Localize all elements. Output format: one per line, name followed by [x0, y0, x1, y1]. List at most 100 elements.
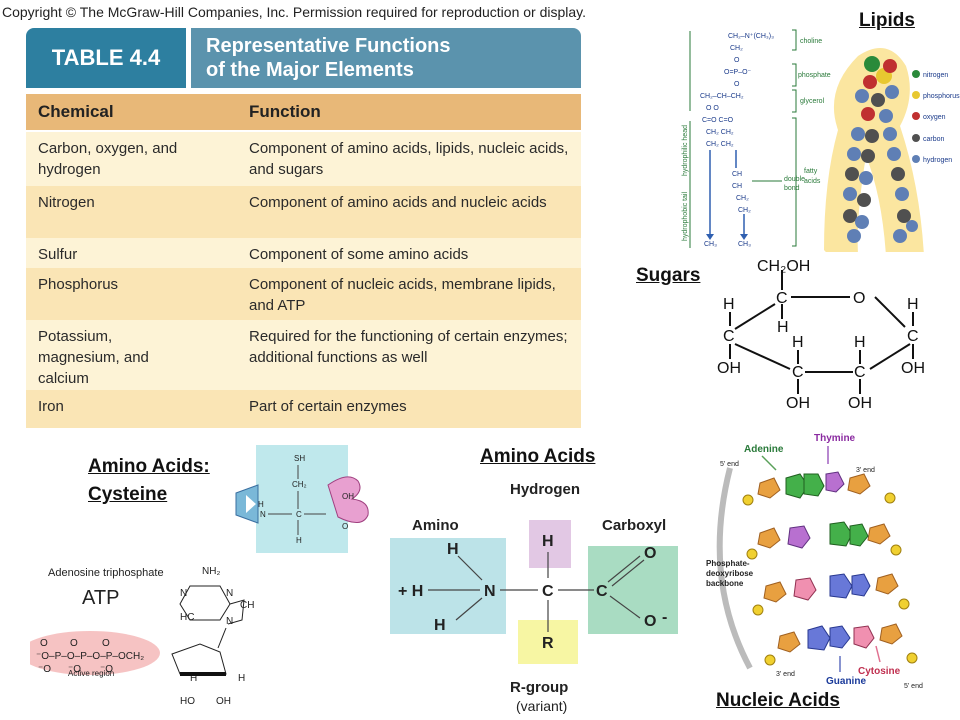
svg-text:OH: OH	[901, 360, 925, 377]
svg-text:C: C	[596, 583, 608, 600]
svg-text:3' end: 3' end	[856, 467, 875, 474]
cell-function: Required for the functioning of certain …	[249, 328, 568, 366]
double-bond-label: double	[784, 176, 805, 183]
label-nucleic-acids: Nucleic Acids	[716, 690, 840, 711]
table-row: Iron Part of certain enzymes	[26, 390, 581, 428]
svg-text:OH: OH	[848, 395, 872, 412]
table-row: Nitrogen Component of amino acids and nu…	[26, 186, 581, 238]
svg-text:N: N	[226, 588, 233, 599]
svg-text:H: H	[854, 334, 866, 351]
lipid-head-label: hydrophilic head	[682, 125, 689, 176]
svg-text:O: O	[853, 290, 865, 307]
svg-text:H: H	[542, 533, 554, 550]
svg-text:CH₂–CH–CH₂: CH₂–CH–CH₂	[700, 93, 744, 100]
lipid-diagram: hydrophilic head hydrophobic tail CH₂–N⁺…	[682, 29, 960, 252]
rgroup-label: R-group	[510, 679, 568, 696]
hydrogen-box	[529, 520, 571, 568]
svg-text:R: R	[542, 635, 554, 652]
table-row: Carbon, oxygen, and hydrogen Component o…	[26, 132, 581, 186]
svg-text:CH₂: CH₂	[730, 45, 743, 52]
cell-chemical: Nitrogen	[38, 194, 95, 211]
svg-text:C: C	[542, 583, 554, 600]
amino-acid-diagram: Hydrogen Amino Carboxyl R-group (variant…	[390, 481, 678, 714]
choline-label: choline	[800, 38, 822, 45]
svg-text:fatty: fatty	[804, 168, 818, 175]
cell-chemical: Potassium, magnesium, and calcium	[38, 328, 149, 387]
cell-chemical: Carbon, oxygen, and hydrogen	[38, 140, 178, 178]
table-row: Sulfur Component of some amino acids	[26, 238, 581, 268]
svg-text:H: H	[238, 673, 245, 684]
svg-text:⁻O: ⁻O	[100, 664, 113, 675]
cell-chemical: Iron	[38, 398, 64, 415]
table-row: Phosphorus Component of nucleic acids, m…	[26, 268, 581, 320]
lipid-legend: nitrogen phosphorus oxygen carbon hydrog…	[912, 70, 960, 164]
dna-base-pairs	[742, 471, 918, 666]
svg-text:bond: bond	[784, 185, 800, 192]
svg-text:O=P–O⁻: O=P–O⁻	[724, 69, 752, 76]
atp-name: Adenosine triphosphate	[48, 567, 164, 579]
cell-function: Component of amino acids and nucleic aci…	[249, 194, 547, 211]
cytosine-label: Cytosine	[858, 666, 901, 677]
glycerol-label: glycerol	[800, 98, 825, 105]
svg-text:O: O	[102, 638, 110, 649]
svg-text:⁻O: ⁻O	[68, 664, 81, 675]
svg-text:-: -	[662, 609, 667, 626]
svg-text:OH: OH	[717, 360, 741, 377]
svg-text:H: H	[907, 296, 919, 313]
label-lipids: Lipids	[859, 10, 915, 31]
svg-text:CH₃: CH₃	[738, 241, 751, 248]
label-amino-cysteine-2: Cysteine	[88, 484, 168, 505]
svg-text:HC: HC	[180, 612, 194, 623]
svg-text:H: H	[190, 673, 197, 684]
label-amino-cysteine-1: Amino Acids:	[88, 456, 210, 477]
svg-text:⁻O: ⁻O	[38, 664, 51, 675]
svg-text:OH: OH	[216, 696, 231, 707]
svg-text:NH₂: NH₂	[202, 566, 220, 577]
svg-text:O: O	[40, 638, 48, 649]
guanine-label: Guanine	[826, 676, 866, 687]
svg-text:C: C	[792, 364, 804, 381]
cell-chemical: Phosphorus	[38, 276, 119, 293]
lipid-space-filling-model	[843, 56, 918, 243]
svg-text:hydrogen: hydrogen	[923, 157, 952, 164]
svg-text:O: O	[734, 81, 740, 88]
carboxyl-label: Carboxyl	[602, 517, 666, 534]
sugar-ch2oh: CH₂OH	[757, 258, 810, 275]
svg-text:H: H	[447, 541, 459, 558]
thymine-label: Thymine	[814, 433, 856, 444]
amino-label: Amino	[412, 517, 459, 534]
svg-text:CH: CH	[732, 183, 742, 190]
svg-text:N: N	[180, 588, 187, 599]
lipid-tail-label: hydrophobic tail	[682, 192, 689, 241]
table-title: Representative Functions of the Major El…	[191, 28, 581, 88]
svg-text:C: C	[296, 510, 302, 519]
active-region-highlight	[30, 631, 160, 675]
adenine-label: Adenine	[744, 444, 784, 455]
svg-text:CH₂: CH₂	[738, 207, 751, 214]
svg-text:C: C	[776, 290, 788, 307]
glucose-diagram: CH₂OH C O H H C OH H C OH H C OH H C OH	[717, 258, 925, 412]
svg-text:CH: CH	[240, 600, 254, 611]
svg-text:H: H	[792, 334, 804, 351]
svg-text:⁻O–P–O–P–O–P–OCH₂: ⁻O–P–O–P–O–P–OCH₂	[36, 651, 144, 662]
svg-text:5' end: 5' end	[720, 461, 739, 468]
svg-text:O: O	[734, 57, 740, 64]
svg-text:phosphorus: phosphorus	[923, 93, 960, 100]
svg-text:H: H	[777, 319, 789, 336]
svg-text:N: N	[226, 616, 233, 627]
svg-text:CH₂ CH₂: CH₂ CH₂	[706, 129, 734, 136]
cell-function: Part of certain enzymes	[249, 398, 407, 415]
table-number: TABLE 4.4	[26, 28, 186, 88]
variant-label: (variant)	[516, 698, 567, 714]
column-chemical: Chemical	[38, 102, 114, 121]
svg-text:3' end: 3' end	[776, 671, 795, 678]
atp-abbr: ATP	[82, 587, 119, 609]
svg-text:C: C	[907, 328, 919, 345]
svg-text:Phosphate-: Phosphate-	[706, 559, 750, 568]
svg-text:+ H: + H	[398, 583, 423, 600]
svg-text:CH₂ CH₂: CH₂ CH₂	[706, 141, 734, 148]
svg-text:C: C	[723, 328, 735, 345]
column-function: Function	[249, 102, 321, 121]
svg-text:H: H	[434, 617, 446, 634]
svg-text:H: H	[258, 500, 264, 509]
